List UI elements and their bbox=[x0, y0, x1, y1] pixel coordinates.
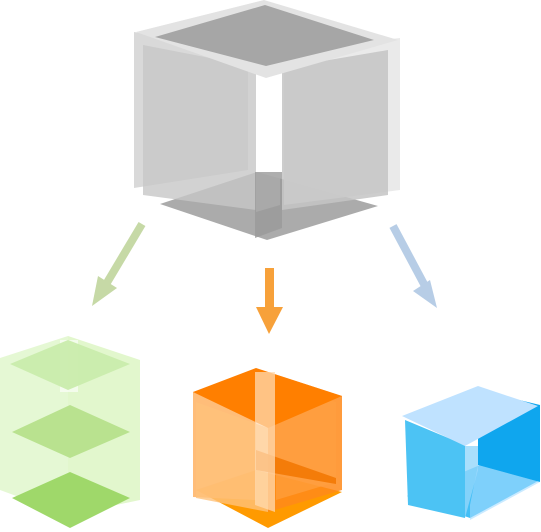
orange-split-cube bbox=[193, 368, 342, 528]
orange-cube-left-panel bbox=[196, 402, 268, 512]
arrow-right-head bbox=[413, 280, 437, 308]
arrow-right bbox=[389, 224, 437, 308]
blue-cube-front-panel bbox=[465, 446, 478, 518]
green-cube-slice-middle bbox=[12, 405, 130, 458]
arrow-left-head bbox=[92, 276, 117, 306]
source-cube-left-front-panel bbox=[143, 45, 256, 210]
arrow-left-shaft bbox=[101, 221, 146, 289]
orange-cube-center-gap bbox=[255, 372, 275, 512]
orange-cube-middle-slice bbox=[256, 450, 336, 484]
source-cube-top-face bbox=[155, 5, 374, 66]
arrow-left bbox=[92, 221, 146, 306]
blue-cube-bottom-edge bbox=[470, 465, 540, 520]
source-cube-bottom-wedge bbox=[255, 172, 282, 238]
green-cube-slice-bottom bbox=[12, 472, 130, 528]
green-layered-cube bbox=[0, 336, 140, 528]
source-cube bbox=[134, 0, 400, 240]
source-cube-right-panel bbox=[282, 50, 388, 210]
arrow-center-head bbox=[256, 307, 283, 334]
green-cube-slice-top bbox=[10, 340, 130, 390]
arrow-center-shaft bbox=[265, 268, 274, 308]
blue-corner-cube bbox=[402, 386, 540, 520]
arrow-center bbox=[256, 268, 283, 334]
blue-cube-top-face bbox=[402, 386, 538, 446]
blue-cube-left-wall bbox=[405, 420, 465, 518]
arrow-right-shaft bbox=[389, 224, 429, 288]
